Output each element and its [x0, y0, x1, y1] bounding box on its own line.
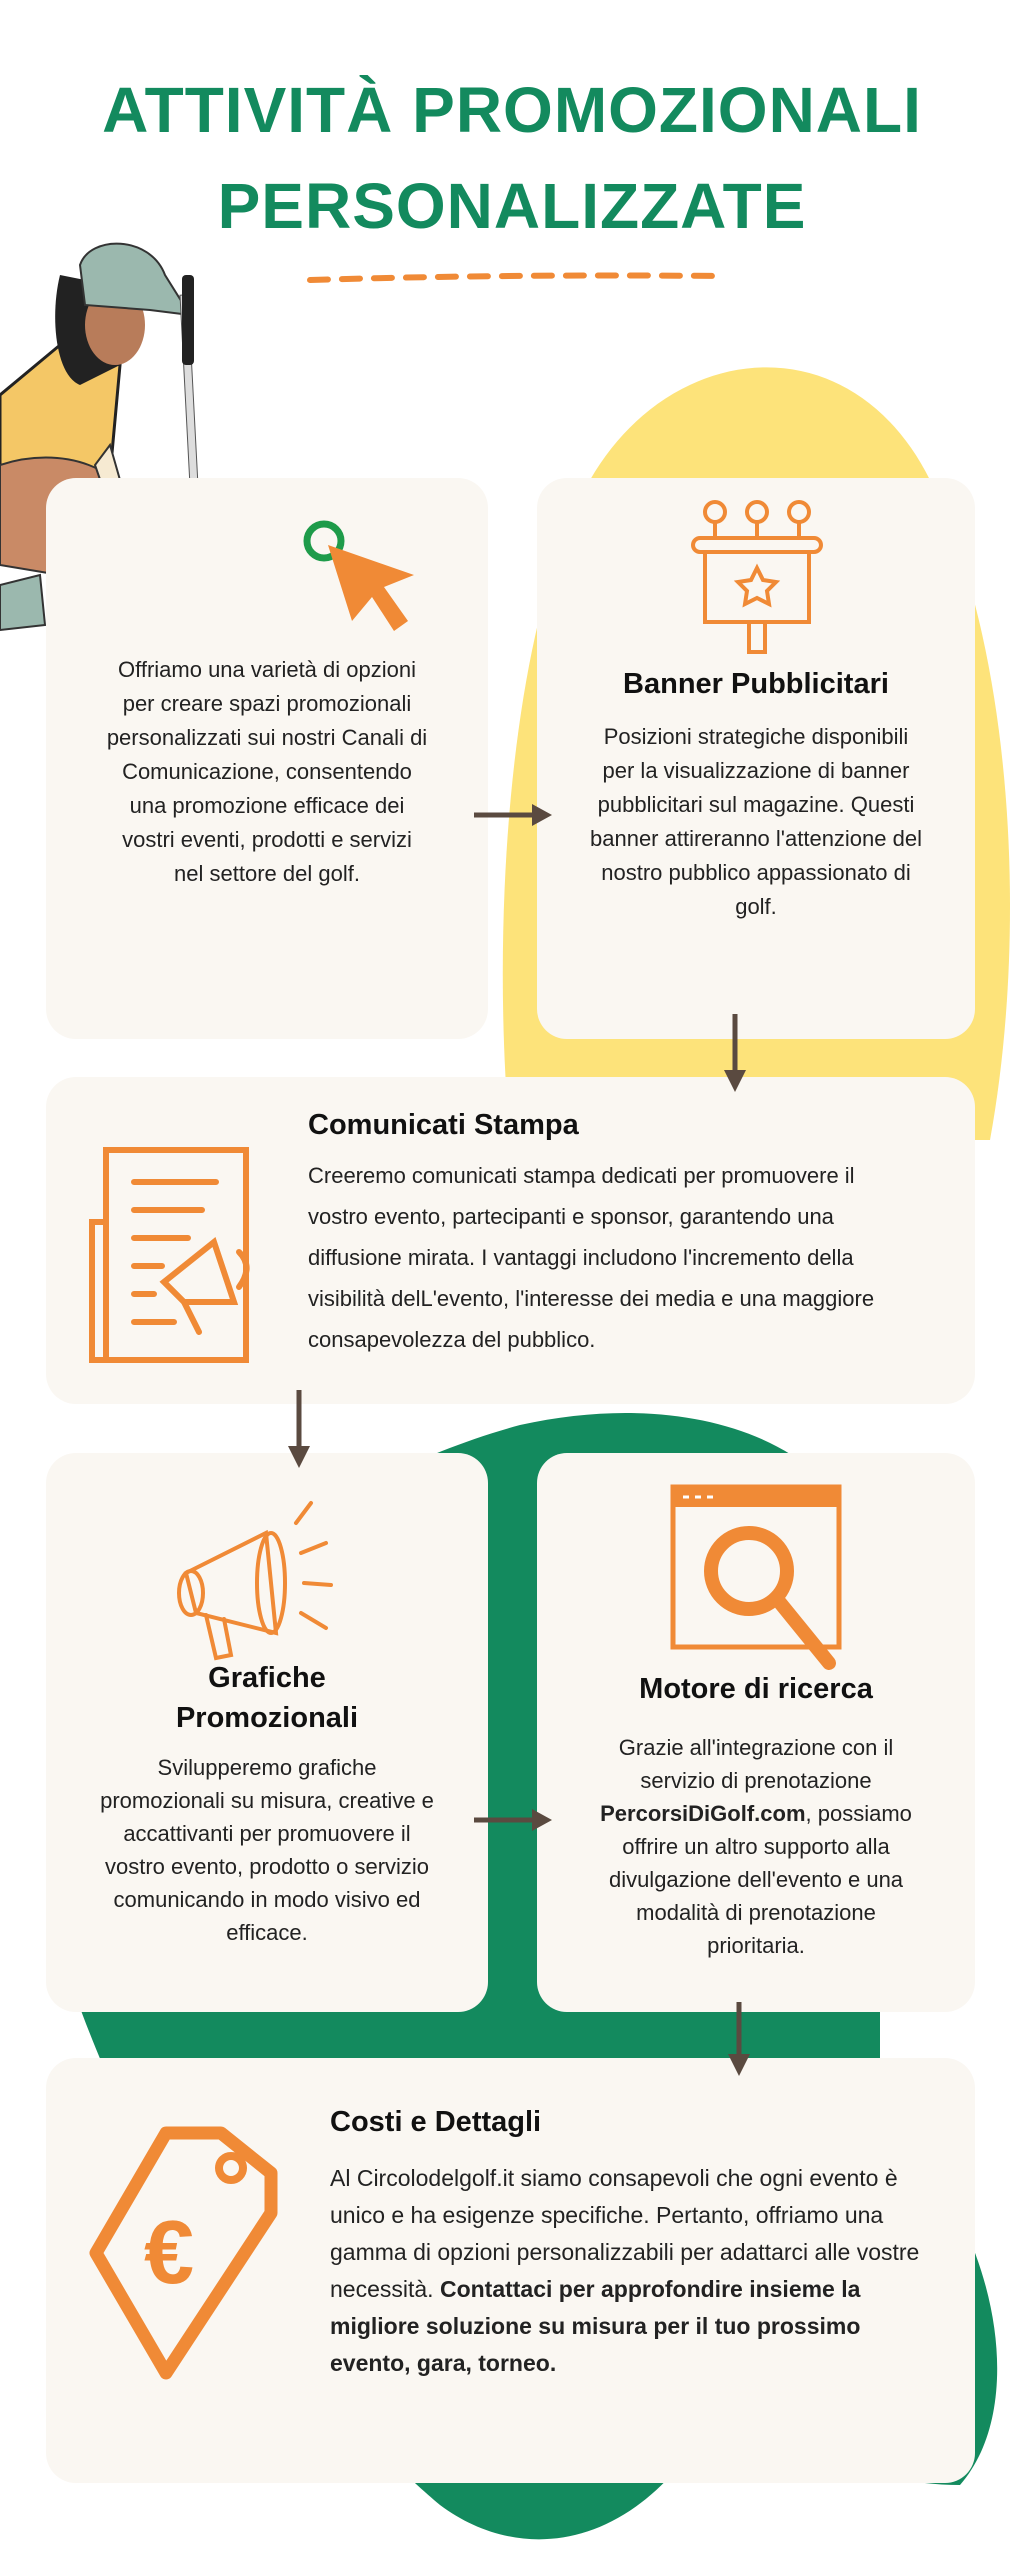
banner-title: Banner Pubblicitari: [623, 668, 889, 700]
comunicati-title: Comunicati Stampa: [308, 1109, 579, 1141]
percorsidigolf-link[interactable]: PercorsiDiGolf.com: [600, 1801, 806, 1826]
euro-price-tag-icon: €: [89, 2126, 278, 2380]
intro-card: Offriamo una varietà di opzioni per crea…: [46, 478, 488, 1039]
search-window-icon: [670, 1484, 842, 1670]
comunicati-text: Creeremo comunicati stampa dedicati per …: [308, 1163, 875, 1352]
billboard-star-icon: [691, 500, 823, 654]
banner-card: Banner Pubblicitari Posizioni strategich…: [537, 478, 975, 1039]
costi-text: Al Circolodelgolf.it siamo consapevoli c…: [330, 2160, 920, 2382]
grafiche-title: Grafiche Promozionali: [175, 1662, 359, 1734]
motore-text-before: Grazie all'integrazione con il servizio …: [618, 1735, 894, 1793]
costi-text-regular: Al Circolodelgolf.it siamo consapevoli c…: [330, 2165, 920, 2302]
motore-text: Grazie all'integrazione con il servizio …: [587, 1731, 925, 1962]
motore-text-after: , possiamo offrire un altro supporto all…: [608, 1801, 912, 1958]
arrow-down-2: [288, 1390, 310, 1468]
page-title: ATTIVITÀ PROMOZIONALI PERSONALIZZATE: [0, 62, 1024, 254]
banner-text: Posizioni strategiche disponibili per la…: [590, 724, 922, 919]
title-line-1: ATTIVITÀ PROMOZIONALI: [102, 74, 922, 146]
svg-text:€: €: [144, 2203, 194, 2303]
arrow-right-1: [474, 804, 552, 826]
motore-title: Motore di ricerca: [639, 1673, 873, 1705]
dashed-divider: [307, 272, 723, 283]
grafiche-text: Svilupperemo grafiche promozionali su mi…: [100, 1755, 434, 1945]
arrow-down-3: [728, 2002, 750, 2076]
cursor-click-icon: [303, 520, 414, 631]
grafiche-card: Grafiche Promozionali Svilupperemo grafi…: [46, 1453, 488, 2012]
motore-card: Motore di ricerca Grazie all'integrazion…: [537, 1453, 975, 2012]
comunicati-card: Comunicati Stampa Creeremo comunicati st…: [46, 1077, 975, 1404]
intro-text: Offriamo una varietà di opzioni per crea…: [106, 657, 428, 886]
costi-contact-cta: Contattaci per approfondire insieme la m…: [330, 2276, 861, 2376]
arrow-right-2: [474, 1809, 552, 1831]
costi-title: Costi e Dettagli: [330, 2106, 542, 2138]
press-release-icon: [89, 1147, 250, 1363]
megaphone-icon: [177, 1501, 333, 1661]
costi-card: € Costi e Dettagli Al Circolodelgolf.it …: [46, 2058, 975, 2483]
title-line-2: PERSONALIZZATE: [217, 170, 807, 242]
arrow-down-1: [724, 1014, 746, 1092]
